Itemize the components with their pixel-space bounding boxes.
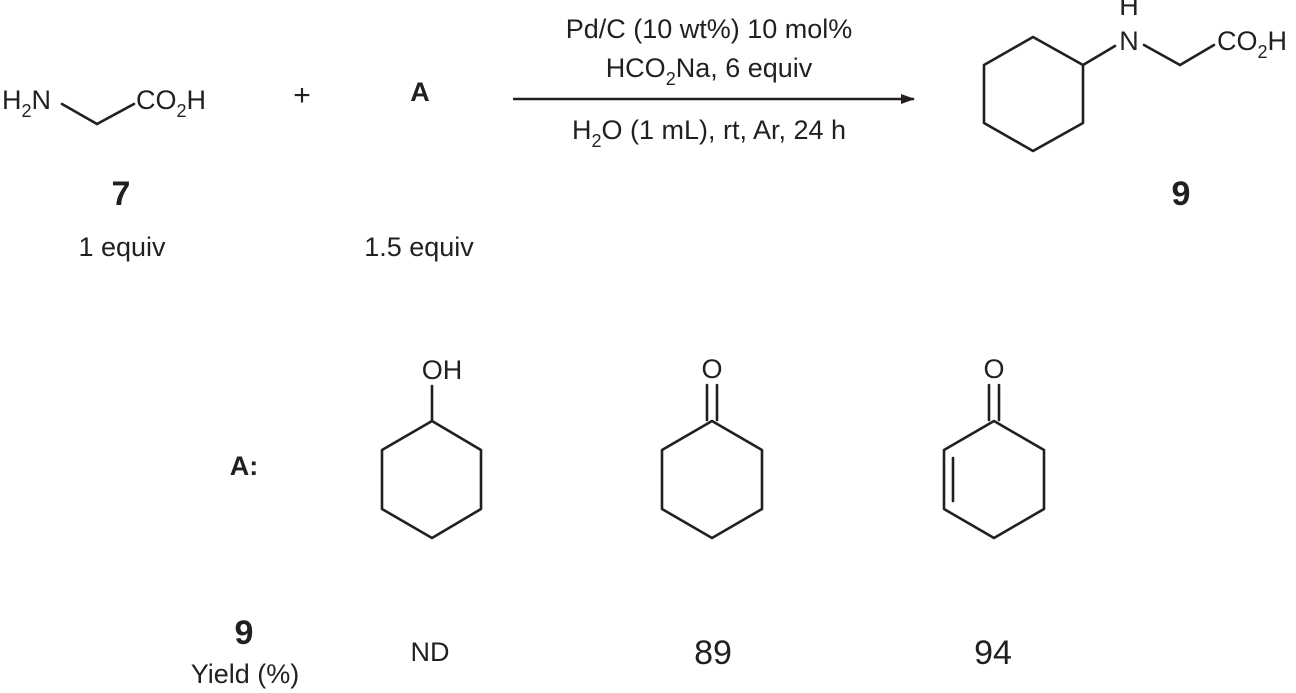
conditions-catalyst: Pd/C (10 wt%) 10 mol% bbox=[566, 14, 853, 44]
nh-hydrogen-label: H bbox=[1119, 0, 1139, 21]
product-9-structure: H N CO2H bbox=[982, 0, 1287, 153]
reactant-a-equiv: 1.5 equiv bbox=[364, 232, 474, 262]
glycine-structure: H2N CO2H bbox=[2, 85, 206, 126]
reactant-a-label: A bbox=[410, 77, 430, 107]
conditions-solvent: H2O (1 mL), rt, Ar, 24 h bbox=[572, 115, 846, 151]
nh-nitrogen-label: N bbox=[1119, 26, 1139, 56]
yield-cyclohexanone: 89 bbox=[694, 634, 732, 672]
cyclohexyl-ring bbox=[982, 35, 1085, 153]
bond-ch2-c bbox=[95, 102, 136, 126]
bond-n-ch2 bbox=[60, 102, 99, 126]
cyclohexanol-ring bbox=[380, 419, 483, 540]
cyclohexanone-ring bbox=[660, 419, 764, 540]
cyclohexenone-structure: O bbox=[942, 354, 1046, 540]
enone-oxygen-label: O bbox=[983, 354, 1004, 384]
compound-7-number: 7 bbox=[112, 175, 131, 213]
plus-sign: + bbox=[293, 79, 311, 112]
cyclohexanol-structure: OH bbox=[380, 355, 483, 540]
product-carboxyl-label: CO2H bbox=[1217, 26, 1287, 62]
bond-ch2-c bbox=[1178, 43, 1216, 67]
substrate-row-label: A: bbox=[230, 451, 259, 481]
cyclohexenone-ring bbox=[942, 419, 1046, 540]
yield-header-number: 9 bbox=[235, 614, 254, 652]
carboxyl-label: CO2H bbox=[136, 85, 206, 121]
yield-header-text: Yield (%) bbox=[191, 659, 300, 689]
amine-label: H2N bbox=[2, 85, 51, 121]
cyclohexanone-structure: O bbox=[660, 354, 764, 540]
yield-cyclohexanol: ND bbox=[411, 637, 450, 667]
compound-9-number: 9 bbox=[1172, 175, 1191, 213]
bond-ring-n bbox=[1081, 44, 1117, 67]
carbonyl-oxygen-label: O bbox=[701, 354, 722, 384]
conditions-reductant: HCO2Na, 6 equiv bbox=[606, 53, 813, 89]
compound-7-equiv: 1 equiv bbox=[78, 232, 166, 262]
bond-n-ch2 bbox=[1142, 43, 1182, 67]
yield-cyclohexenone: 94 bbox=[974, 634, 1012, 672]
hydroxyl-label: OH bbox=[422, 355, 463, 385]
